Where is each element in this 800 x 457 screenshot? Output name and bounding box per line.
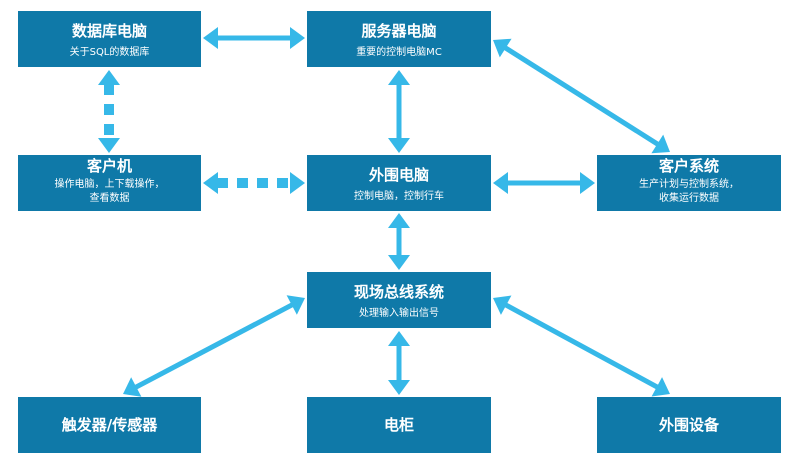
trigger-sensor-node: 触发器/传感器 — [18, 397, 201, 453]
fieldbus-system-title: 现场总线系统 — [353, 283, 444, 301]
arrow-fieldbus-device — [493, 295, 670, 397]
arrow-db-server — [203, 27, 305, 49]
arrow-server-custsys — [493, 38, 670, 154]
peripheral-device-node: 外围设备 — [597, 397, 781, 453]
electrical-cabinet-title: 电柜 — [383, 416, 414, 434]
database-computer-node: 数据库电脑 关于SQL的数据库 — [18, 11, 201, 67]
peripheral-computer-node: 外围电脑 控制电脑，控制行车 — [307, 155, 491, 211]
arrow-db-client — [98, 70, 120, 153]
server-computer-subtitle: 重要的控制电脑MC — [356, 47, 442, 58]
peripheral-computer-title: 外围电脑 — [368, 166, 429, 184]
arrow-fieldbus-trigger — [123, 295, 305, 397]
client-machine-node: 客户机 操作电脑，上下载操作， 查看数据 — [18, 155, 201, 211]
client-machine-subtitle-line1: 操作电脑，上下载操作， — [54, 179, 165, 190]
arrow-periph-fieldbus — [388, 213, 410, 270]
arrow-periph-custsys — [493, 172, 595, 194]
electrical-cabinet-node: 电柜 — [307, 397, 491, 453]
database-computer-subtitle: 关于SQL的数据库 — [69, 47, 150, 58]
arrow-server-periph — [388, 70, 410, 153]
customer-system-subtitle-line2: 收集运行数据 — [659, 193, 719, 204]
customer-system-subtitle-line1: 生产计划与控制系统， — [639, 179, 739, 190]
server-computer-node: 服务器电脑 重要的控制电脑MC — [307, 11, 491, 67]
client-machine-subtitle-line2: 查看数据 — [89, 193, 130, 204]
trigger-sensor-title: 触发器/传感器 — [61, 416, 158, 434]
arrow-fieldbus-cabinet — [388, 331, 410, 395]
customer-system-title: 客户系统 — [658, 157, 719, 175]
fieldbus-system-node: 现场总线系统 处理输入输出信号 — [307, 272, 491, 328]
client-machine-title: 客户机 — [86, 157, 132, 175]
peripheral-computer-subtitle: 控制电脑，控制行车 — [354, 191, 444, 202]
customer-system-node: 客户系统 生产计划与控制系统， 收集运行数据 — [597, 155, 781, 211]
fieldbus-system-subtitle: 处理输入输出信号 — [359, 308, 439, 319]
database-computer-title: 数据库电脑 — [71, 22, 147, 40]
peripheral-device-title: 外围设备 — [658, 416, 719, 434]
arrow-client-periph — [203, 172, 305, 194]
server-computer-title: 服务器电脑 — [361, 22, 437, 40]
